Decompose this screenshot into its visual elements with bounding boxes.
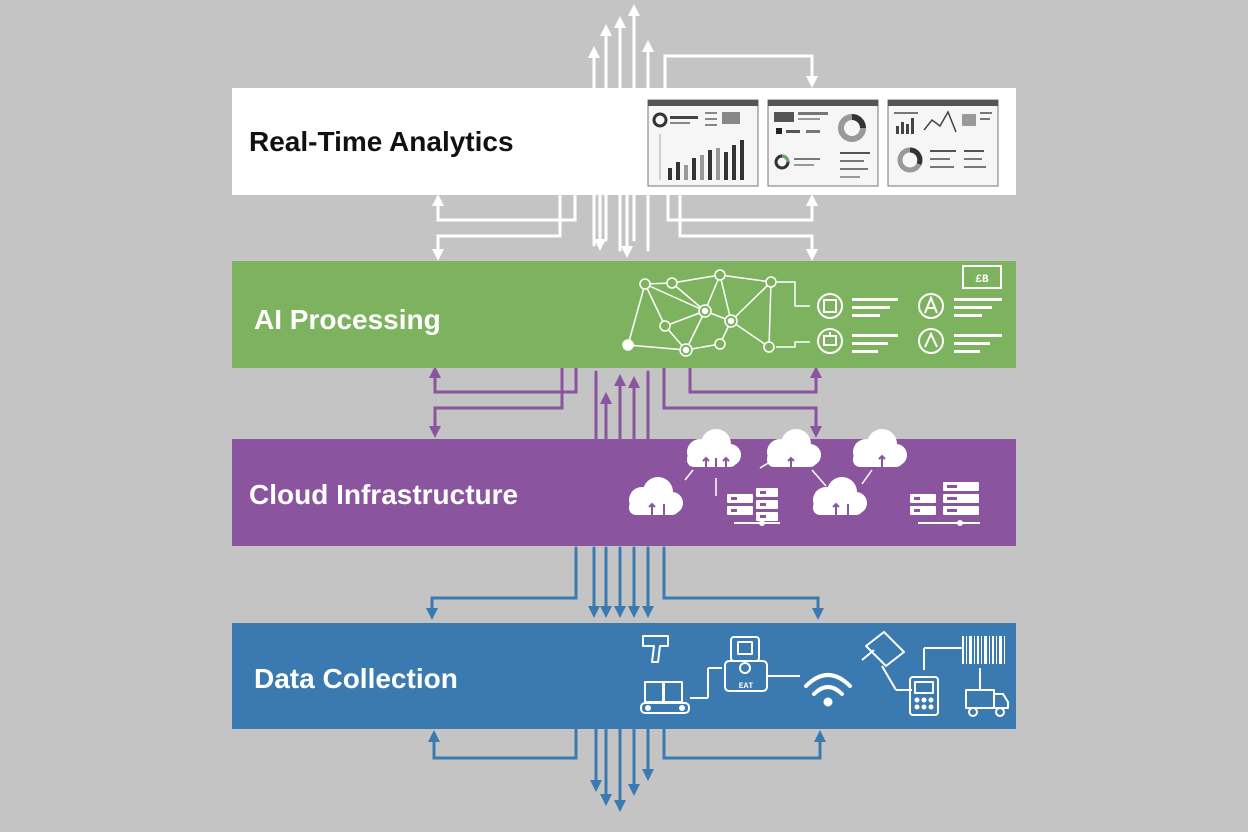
layer-cloud-infrastructure: Cloud Infrastructure: [232, 429, 1016, 546]
server-rack-details: [731, 485, 957, 518]
wifi-dot: [823, 697, 833, 707]
layer-data-collection: Data Collection: [232, 623, 1016, 729]
purple-connector-arrows: [429, 366, 822, 442]
wifi-icon: [804, 673, 852, 696]
cloud-arrows: [648, 454, 886, 522]
analysis-icon: [918, 328, 944, 354]
handheld-terminal-icon: [909, 676, 939, 716]
rfid-reader-icon: [861, 631, 912, 691]
dashboard-bar-chart-panel: [647, 99, 759, 187]
device-label: EAT: [739, 682, 754, 691]
ai-icon: [918, 293, 944, 319]
ai-badge: £B: [962, 265, 1002, 289]
cloud-upload-icon: [629, 429, 907, 515]
conveyor-box-icon: [640, 681, 690, 714]
layer-title-analytics: Real-Time Analytics: [249, 126, 514, 157]
svg-text:£B: £B: [975, 274, 989, 286]
chip-icon: [817, 293, 843, 319]
robot-icon: [817, 328, 843, 354]
layer-real-time-analytics: Real-Time Analytics: [232, 88, 1016, 195]
layer-title-data: Data Collection: [254, 663, 458, 694]
barcode-icon: [962, 636, 1005, 664]
neural-network-icon: [622, 269, 810, 357]
layer-title-cloud: Cloud Infrastructure: [249, 479, 518, 510]
data-icons: [640, 631, 1009, 717]
cloud-connector-lines: [684, 461, 873, 496]
layer-title-ai: AI Processing: [254, 304, 441, 335]
dashboard-donut-panel: [767, 99, 879, 187]
ai-text-lines: [852, 298, 1002, 353]
dashboard-mixed-panel: [887, 99, 999, 187]
truck-icon: [965, 689, 1009, 717]
server-rack-icon: [727, 482, 980, 526]
layer-ai-processing: AI Processing: [232, 261, 1016, 368]
blue-connector-arrows: [426, 546, 826, 812]
barcode-scanner-icon: [642, 635, 669, 663]
